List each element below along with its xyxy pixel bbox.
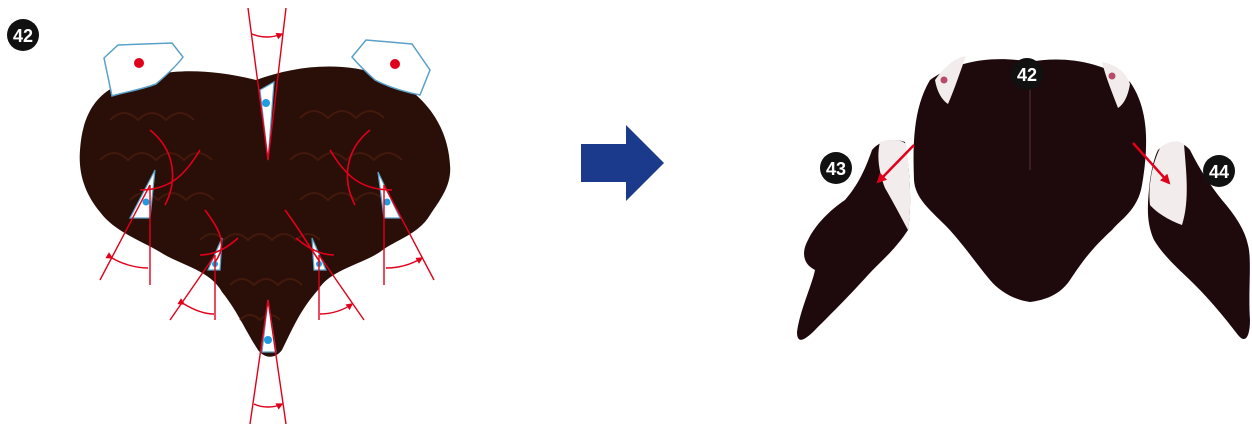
label-left-wing: 43 (826, 159, 846, 179)
assembled-body-dot-right (1109, 73, 1116, 80)
right-arrow-icon (581, 125, 664, 201)
unfolded-wing-piece (80, 8, 451, 424)
label-right-wing: 44 (1209, 162, 1229, 182)
step-badge: 42 (7, 19, 39, 51)
assembled-body: 42 (914, 56, 1147, 302)
assembled-result: 42 43 44 (797, 56, 1250, 340)
fold-dot-center-top (262, 99, 270, 107)
fold-dot-center-bottom (264, 336, 272, 344)
glue-dot-right (390, 59, 400, 69)
glue-dot-left (134, 58, 144, 68)
assembled-left-wing: 43 (797, 140, 914, 340)
assembled-body-dot-left (941, 77, 948, 84)
label-body: 42 (1017, 65, 1037, 85)
assembled-right-wing: 44 (1133, 141, 1250, 339)
fold-dot-side-left (143, 199, 150, 206)
step-number: 42 (13, 26, 33, 46)
